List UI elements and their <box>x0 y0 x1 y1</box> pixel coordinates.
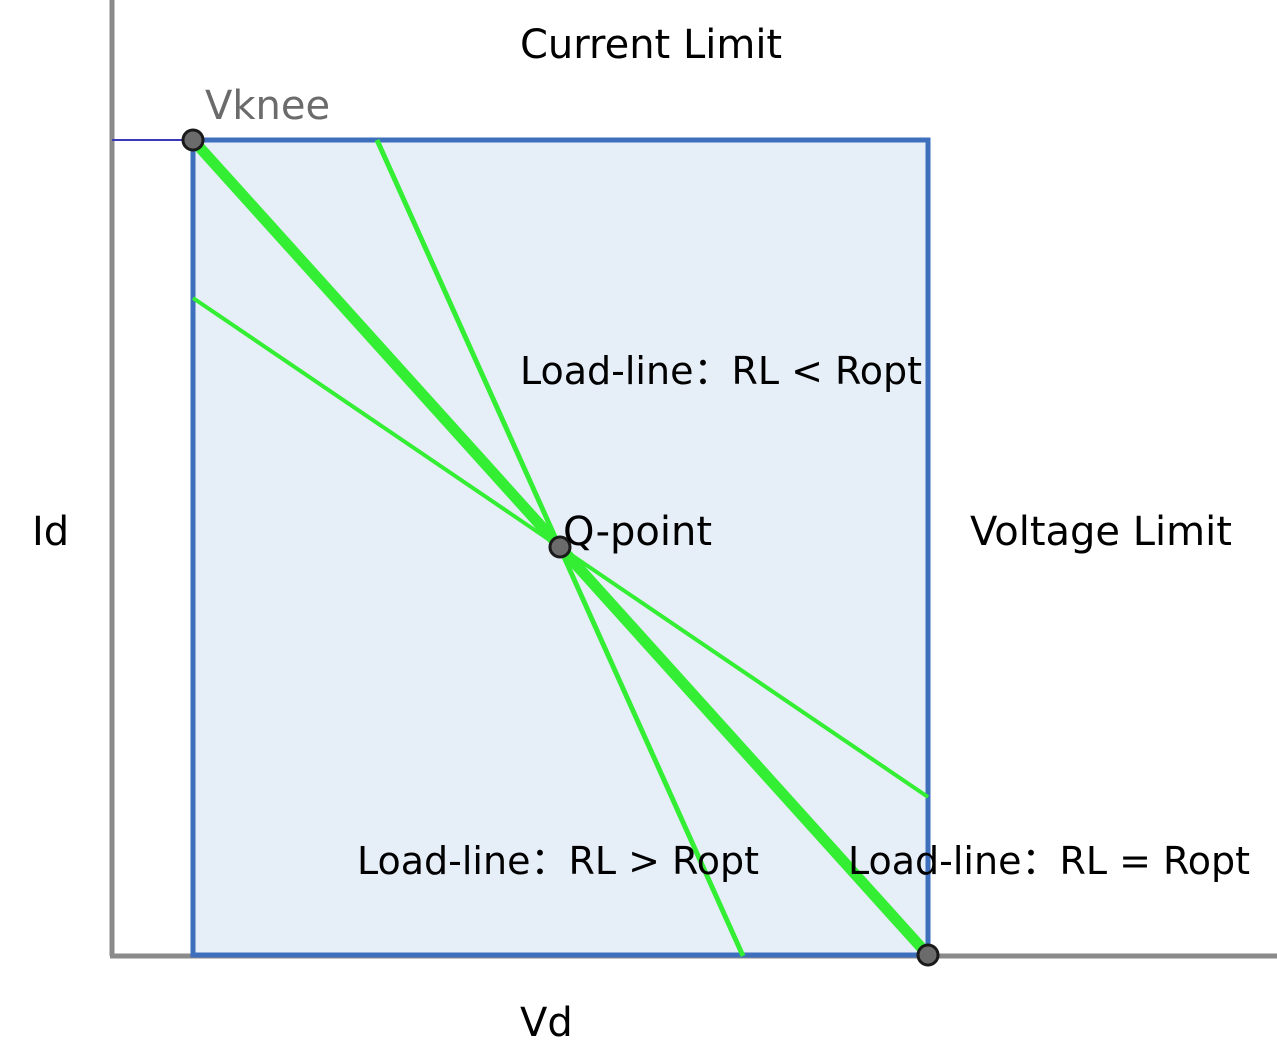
q-point-label: Q-point <box>563 509 713 555</box>
x-axis-label: Vd <box>520 1000 573 1046</box>
y-axis-label: Id <box>32 509 70 555</box>
vknee-label: Vknee <box>205 83 331 129</box>
vknee-point <box>181 128 205 152</box>
q-point-marker <box>548 535 572 559</box>
voltage-limit-label: Voltage Limit <box>970 509 1232 555</box>
load-line-high-label: Load-line：RL > Ropt <box>357 839 759 883</box>
voltage-max-point <box>916 943 940 967</box>
load-line-low-label: Load-line：RL < Ropt <box>520 349 922 393</box>
load-line-opt-label: Load-line：RL = Ropt <box>848 839 1250 883</box>
current-limit-label: Current Limit <box>520 22 783 68</box>
